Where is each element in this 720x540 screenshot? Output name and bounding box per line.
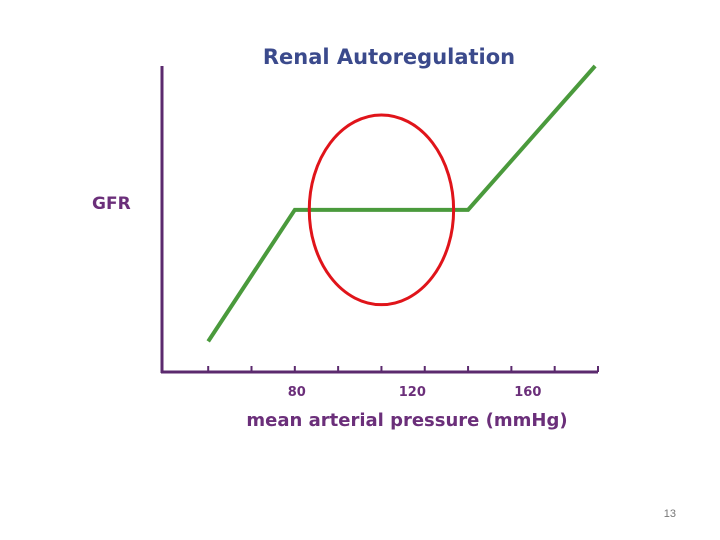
x-axis-label: mean arterial pressure (mmHg) xyxy=(246,410,567,431)
series-layer xyxy=(206,64,597,343)
x-tick-labels: 80 120 160 xyxy=(288,385,542,400)
x-tick-label: 120 xyxy=(399,385,426,400)
y-axis-label: GFR xyxy=(92,194,131,214)
x-ticks xyxy=(207,366,599,372)
highlight-circle xyxy=(307,113,456,307)
annotation-layer xyxy=(307,113,456,307)
x-tick-label: 160 xyxy=(514,385,541,400)
page-number: 13 xyxy=(663,508,676,520)
x-tick-label: 80 xyxy=(288,385,306,400)
chart-title: Renal Autoregulation xyxy=(263,45,515,69)
axes xyxy=(160,66,598,374)
gfr-line xyxy=(206,64,597,343)
